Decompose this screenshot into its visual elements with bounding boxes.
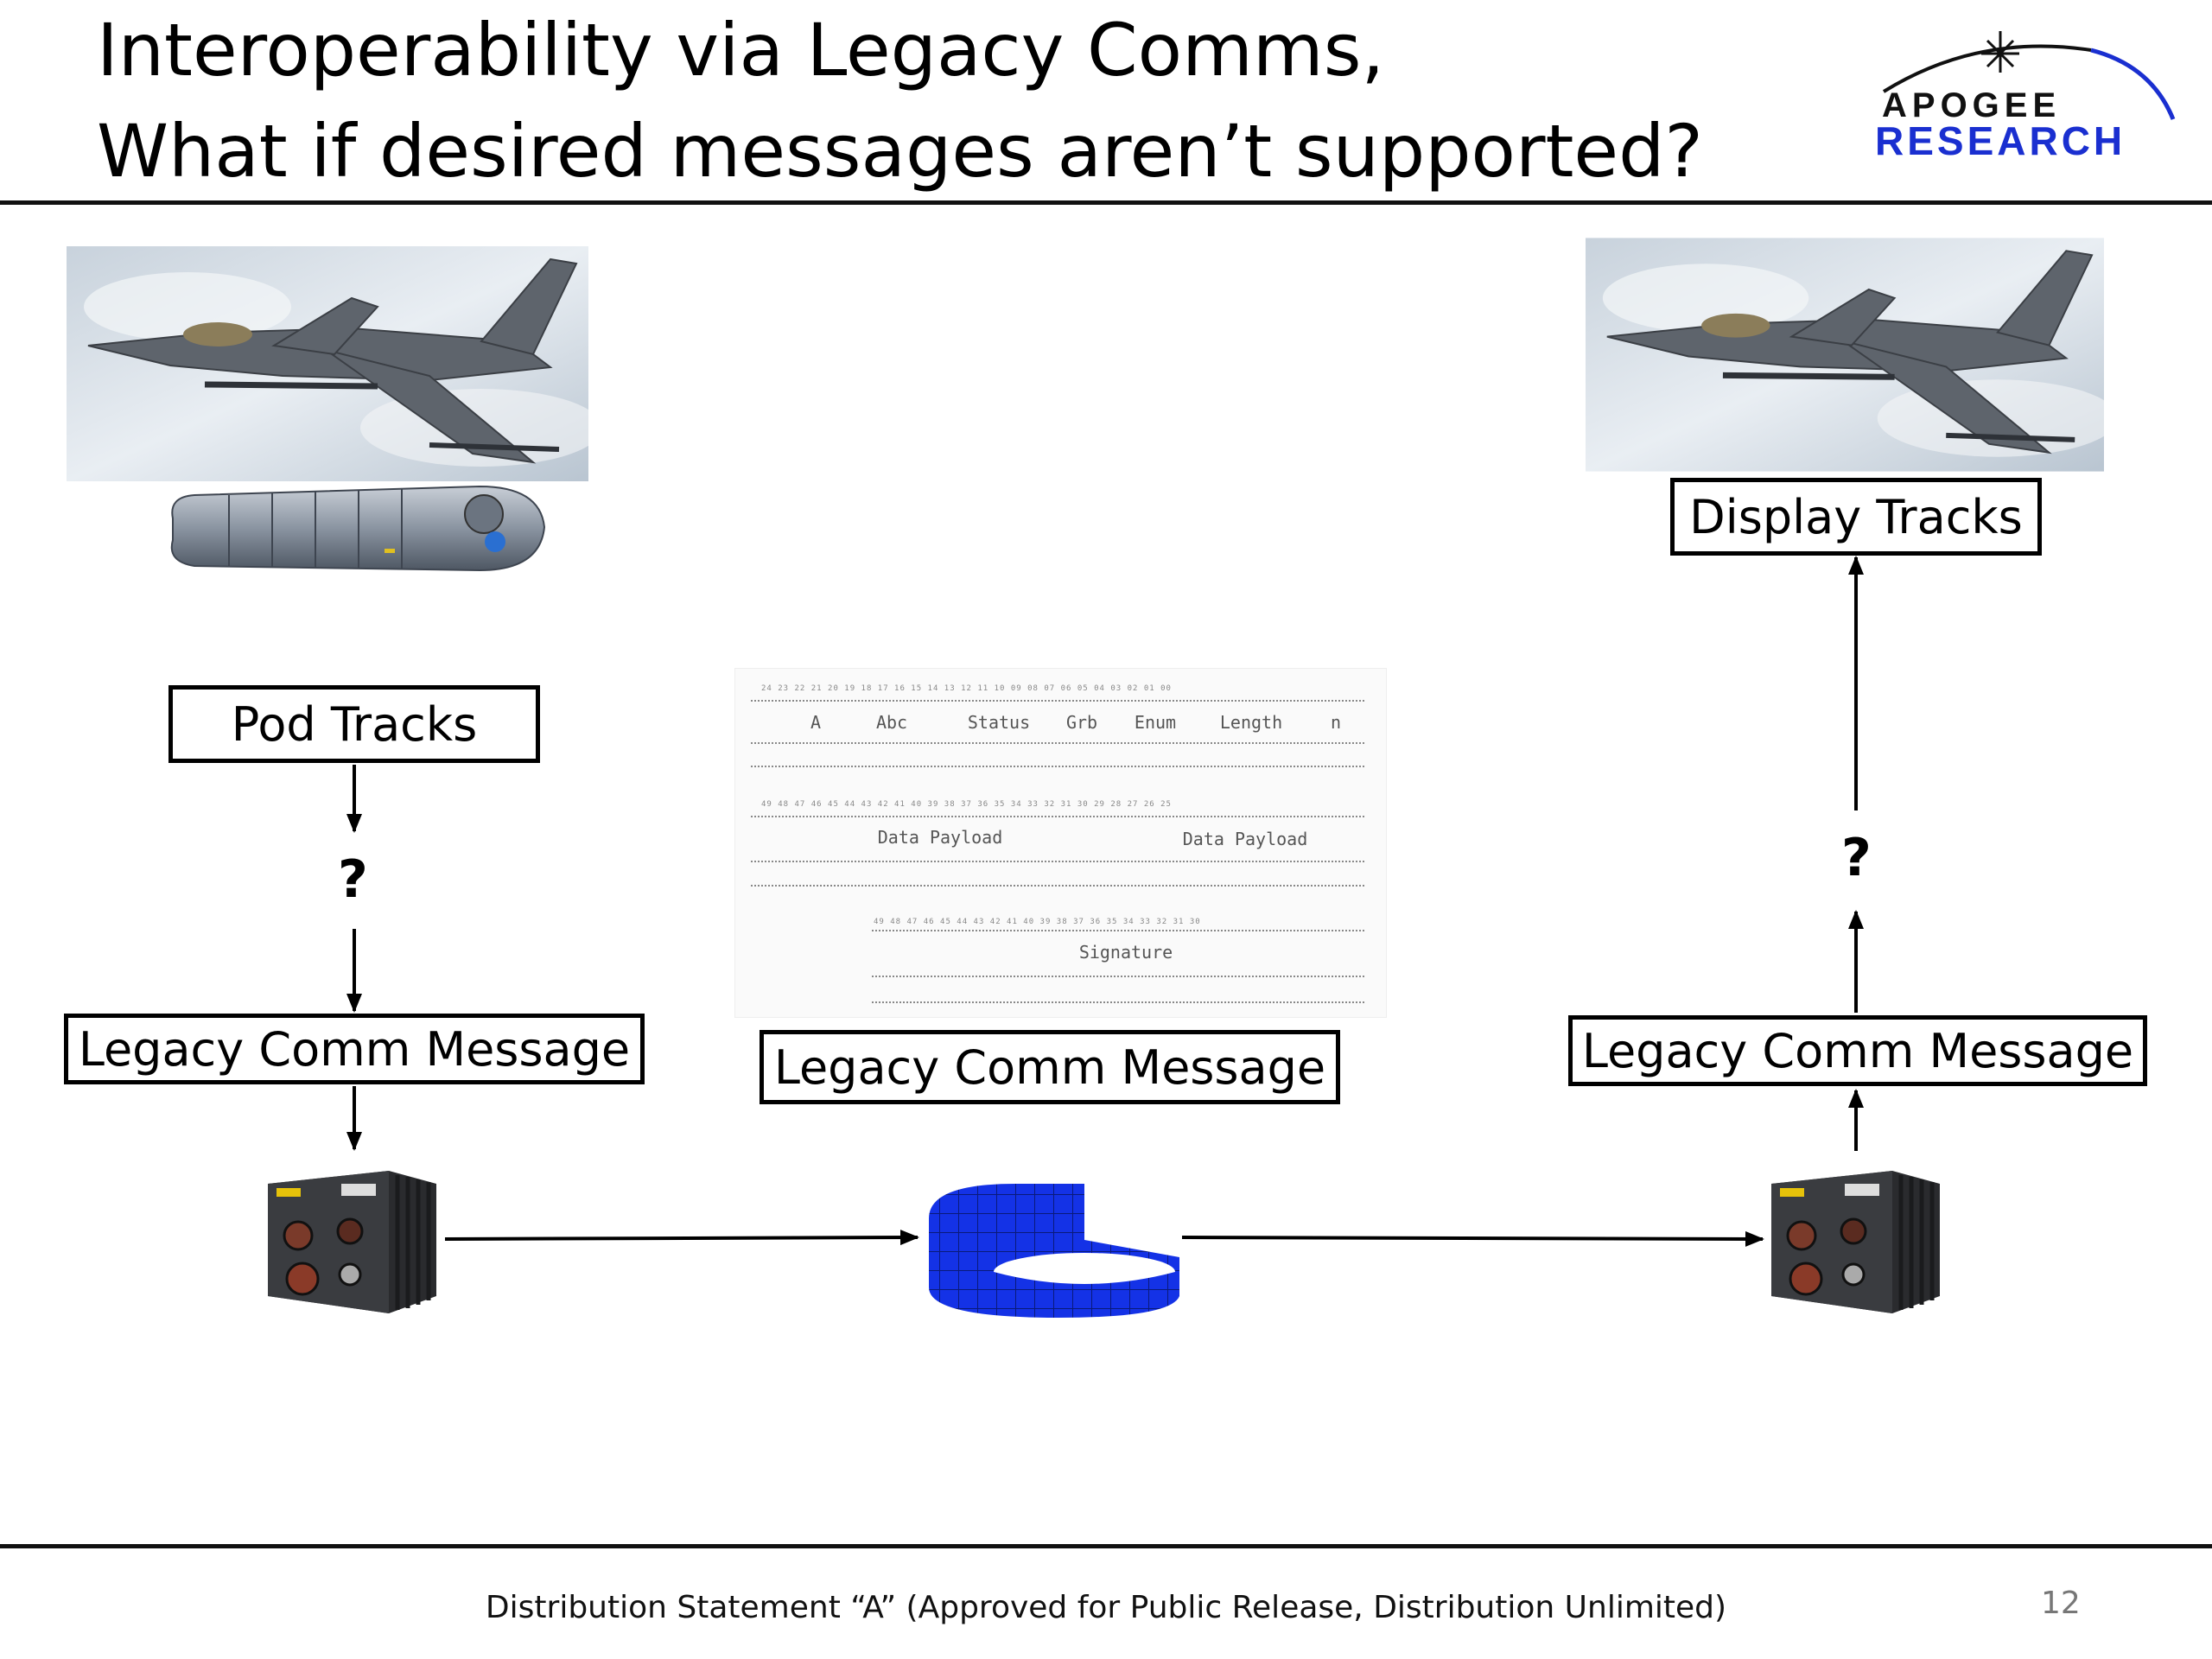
field-length: Length xyxy=(1219,712,1283,733)
arrow-ring-to-radio-right xyxy=(1181,1230,1764,1247)
ruler-line xyxy=(751,766,1364,767)
field-grb: Grb xyxy=(1065,712,1098,733)
bit-tick-row: 49 48 47 46 45 44 43 42 41 40 39 38 37 3… xyxy=(874,918,1201,926)
field-data-payload-1: Data Payload xyxy=(877,827,1003,848)
question-mark-left: ? xyxy=(338,849,368,910)
logo-word-apogee: APOGEE xyxy=(1882,86,2062,124)
targeting-pod-image xyxy=(170,485,546,572)
field-a: A xyxy=(810,712,822,733)
display-tracks-box: Display Tracks xyxy=(1670,478,2042,556)
pod-tracks-box: Pod Tracks xyxy=(168,685,540,763)
ruler-line xyxy=(751,861,1364,862)
comm-channel-ring-image xyxy=(929,1184,1179,1318)
question-mark-right: ? xyxy=(1841,828,1872,888)
logo-swoosh-icon xyxy=(1882,31,2176,120)
field-enum: Enum xyxy=(1134,712,1177,733)
logo-word-research: RESEARCH xyxy=(1875,118,2126,163)
radio-unit-image-left xyxy=(268,1171,436,1313)
apogee-research-logo: APOGEE RESEARCH xyxy=(1875,24,2186,163)
ruler-line xyxy=(872,976,1364,977)
bit-tick-row: 24 23 22 21 20 19 18 17 16 15 14 13 12 1… xyxy=(761,684,1172,693)
bit-tick-row: 49 48 47 46 45 44 43 42 41 40 39 38 37 3… xyxy=(761,800,1172,809)
ruler-line xyxy=(751,885,1364,887)
ruler-line xyxy=(872,1001,1364,1003)
ruler-line xyxy=(872,930,1364,931)
field-status: Status xyxy=(967,712,1031,733)
ruler-line xyxy=(751,700,1364,702)
field-abc: Abc xyxy=(875,712,908,733)
radio-unit-image-right xyxy=(1771,1171,1940,1313)
legacy-comm-message-box-middle: Legacy Comm Message xyxy=(760,1030,1340,1104)
field-n: n xyxy=(1330,712,1342,733)
legacy-comm-message-box-left: Legacy Comm Message xyxy=(64,1014,645,1084)
f16-jet-image-left xyxy=(67,246,588,481)
ruler-line xyxy=(751,742,1364,744)
slide-title-line-1: Interoperability via Legacy Comms, xyxy=(97,8,1385,92)
ruler-line xyxy=(751,816,1364,817)
legacy-comm-message-box-right: Legacy Comm Message xyxy=(1568,1015,2147,1086)
arrow-radio-to-ring xyxy=(444,1230,919,1246)
slide-title-line-2: What if desired messages aren’t supporte… xyxy=(97,109,1703,194)
field-signature: Signature xyxy=(1078,942,1173,963)
header-rule xyxy=(0,200,2212,205)
field-data-payload-2: Data Payload xyxy=(1182,829,1308,849)
distribution-statement: Distribution Statement “A” (Approved for… xyxy=(485,1590,1727,1625)
footer-rule xyxy=(0,1544,2212,1548)
page-number: 12 xyxy=(2041,1586,2081,1621)
f16-jet-image-right xyxy=(1586,238,2104,472)
message-format-figure: 24 23 22 21 20 19 18 17 16 15 14 13 12 1… xyxy=(734,668,1387,1018)
